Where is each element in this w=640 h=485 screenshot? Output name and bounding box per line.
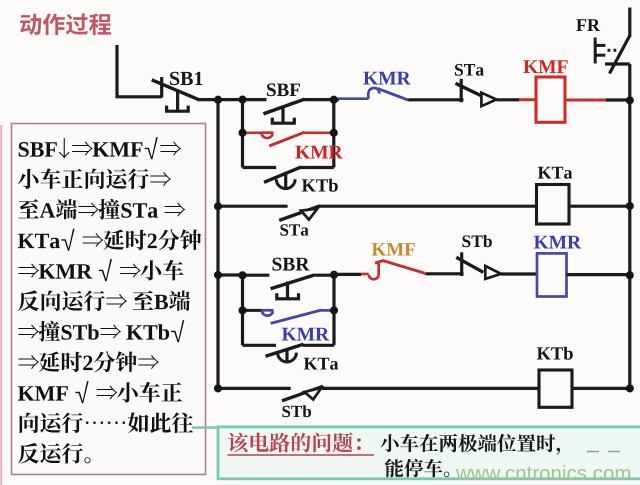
svg-text:www.cntronics.com: www.cntronics.com bbox=[455, 462, 631, 485]
